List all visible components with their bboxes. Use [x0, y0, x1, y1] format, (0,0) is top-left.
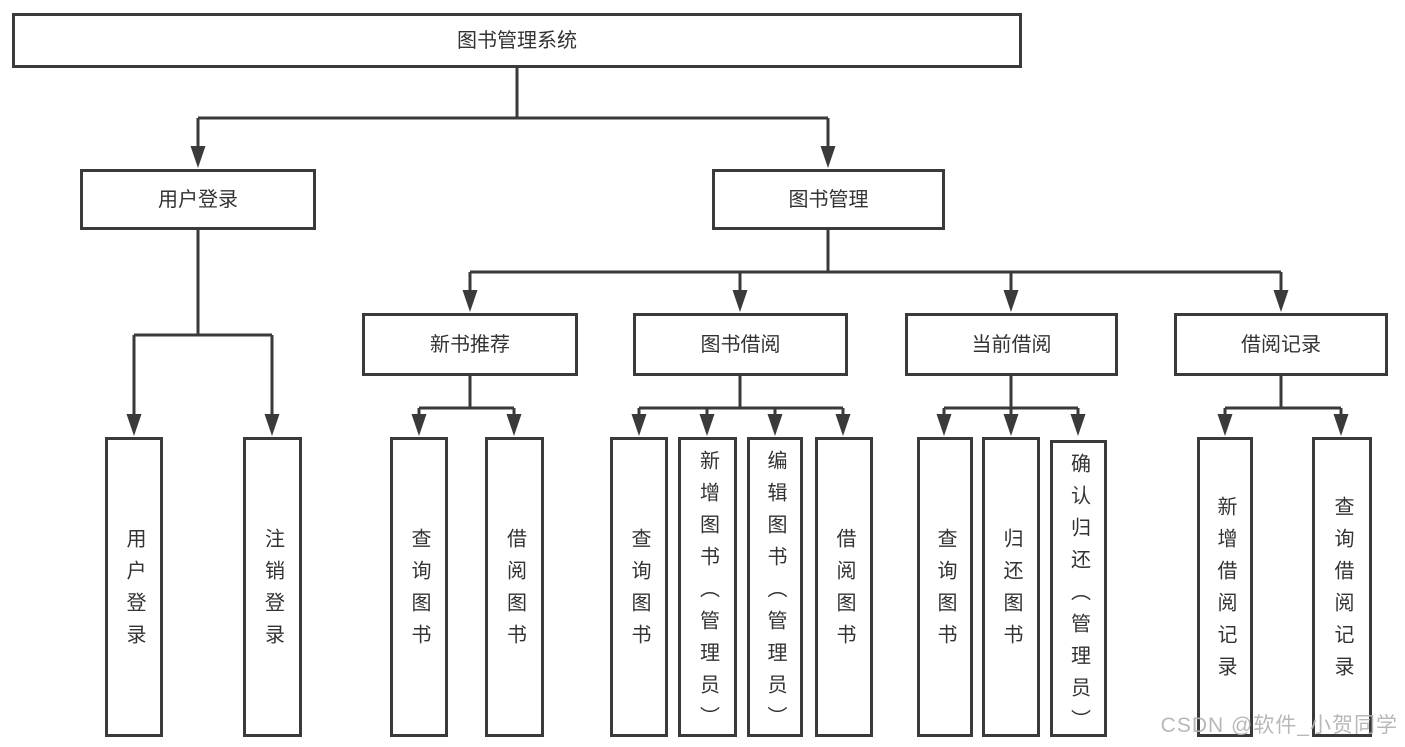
leaf-br-query-record: 查询借阅记录 [1312, 437, 1372, 737]
leaf-nb-query-books: 查询图书 [390, 437, 448, 737]
leaf-user-login: 用户登录 [105, 437, 163, 737]
node-book-management: 图书管理 [712, 169, 945, 230]
leaf-bb-add-books-admin: 新增图书（管理员） [678, 437, 737, 738]
node-new-book-recommend: 新书推荐 [362, 313, 578, 376]
leaf-cb-return-books: 归还图书 [982, 437, 1040, 737]
leaf-cb-confirm-return-admin: 确认归还（管理员） [1050, 440, 1107, 741]
leaf-bb-edit-books-admin: 编辑图书（管理员） [747, 437, 803, 738]
node-user-login: 用户登录 [80, 169, 316, 230]
arrowheads [126, 146, 1349, 436]
leaf-logout: 注销登录 [243, 437, 302, 737]
leaf-br-add-record: 新增借阅记录 [1197, 437, 1253, 737]
node-borrow-records: 借阅记录 [1174, 313, 1388, 376]
leaf-bb-borrow-books: 借阅图书 [815, 437, 873, 737]
leaf-cb-query-books: 查询图书 [917, 437, 973, 737]
csdn-watermark: CSDN @软件_小贺同学 [1160, 714, 1398, 737]
node-book-borrowing: 图书借阅 [633, 313, 848, 376]
leaf-bb-query-books: 查询图书 [610, 437, 668, 737]
node-library-system: 图书管理系统 [12, 13, 1022, 68]
leaf-nb-borrow-books: 借阅图书 [485, 437, 544, 737]
node-current-borrowing: 当前借阅 [905, 313, 1118, 376]
